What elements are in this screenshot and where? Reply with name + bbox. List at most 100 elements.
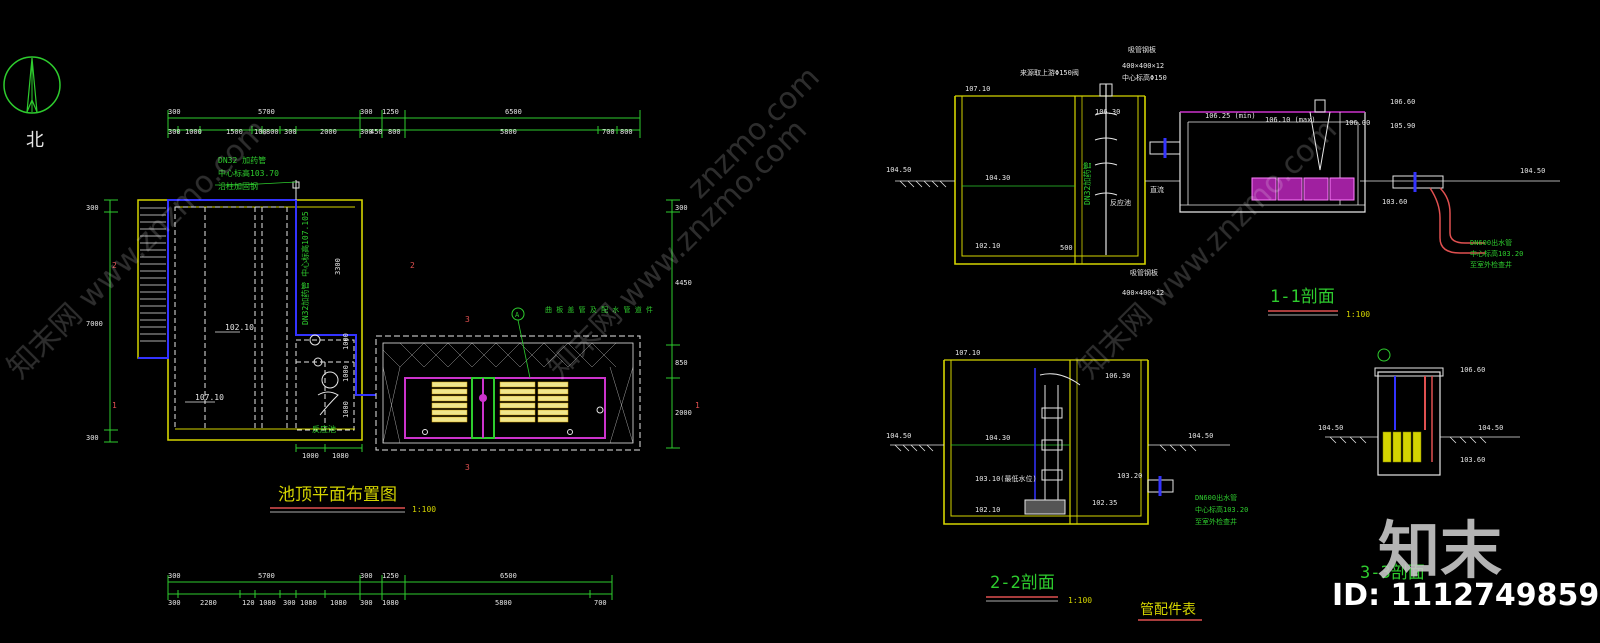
plan-bottom-dim-5: 6500 <box>500 572 517 580</box>
plan-bottom-dim-1: 300 <box>168 572 181 580</box>
plan-bottom-dim-3: 300 <box>360 572 373 580</box>
north-arrow <box>3 56 61 114</box>
plan-top-dim-4: 1250 <box>382 108 399 116</box>
plan-top-dim-5: 6500 <box>505 108 522 116</box>
s33-title: 3-3剖面 <box>1360 563 1425 583</box>
s22-pipe-note-1: DN600出水管 <box>1195 493 1237 502</box>
s11-level-11: 103.60 <box>1382 198 1407 206</box>
plan-top-sub-1: 300 <box>168 128 181 136</box>
s22-scale: 1:100 <box>1068 596 1092 605</box>
s11-title: 1-1剖面 <box>1270 287 1335 307</box>
plan-pipe-note-2: 中心标高103.70 <box>218 168 279 178</box>
s11-level-4: 102.10 <box>975 242 1000 250</box>
watermark-brand: 知末 <box>1378 514 1503 587</box>
plan-top-sub-10: 800 <box>388 128 401 136</box>
plan-top-dimension-lines <box>167 110 641 138</box>
s11-level-6: 106.25 (min) <box>1205 112 1256 120</box>
s11-label-4: 中心标高Φ150 <box>1122 73 1167 82</box>
plan-left-dim-3: 300 <box>86 434 99 442</box>
plan-top-dim-1: 300 <box>168 108 181 116</box>
plan-dim-1000b: 1000 <box>342 365 350 382</box>
s11-label-2: 吸管钢板 <box>1128 45 1156 54</box>
plan-sec-mark-3-bottom: 3 <box>465 463 470 472</box>
plan-pipe-note-vertical: DN32加药管 中心标高107.105 <box>300 211 310 325</box>
s33-level-3: 104.50 <box>1478 424 1503 432</box>
plan-callout-a: A <box>515 311 520 319</box>
plan-bottom-sub-4: 1080 <box>259 599 276 607</box>
plan-title: 池顶平面布置图 <box>278 485 397 505</box>
s11-level-8: 106.00 <box>1345 119 1370 127</box>
plan-scale: 1:100 <box>412 505 436 514</box>
plan-right-dim-2: 4450 <box>675 279 692 287</box>
plan-bottom-dimension-lines <box>167 575 613 600</box>
plan-bottom-sub-1: 300 <box>168 599 181 607</box>
watermark-diag-3: 知末网 www.znzmo.com <box>1071 113 1344 386</box>
plan-right-dim-3: 850 <box>675 359 688 367</box>
plan-top-dim-2: 5700 <box>258 108 275 116</box>
plan-bottom-dim-2: 5700 <box>258 572 275 580</box>
s11-pipe-note-1: DN600出水管 <box>1470 238 1512 247</box>
s11-scale: 1:100 <box>1346 310 1370 319</box>
plan-bottom-small-2: 1080 <box>332 452 349 460</box>
plan-bottom-sub-11: 700 <box>594 599 607 607</box>
s22-title: 2-2剖面 <box>990 573 1055 593</box>
s22-pipe-note-3: 至室外检查井 <box>1195 517 1237 526</box>
plan-pipe-note-3: 沿柱加固钢 <box>218 181 258 191</box>
plan-bottom-sub-2: 2280 <box>200 599 217 607</box>
s11-level-3: 104.30 <box>985 174 1010 182</box>
s22-level-1: 107.10 <box>955 349 980 357</box>
plan-pool-label: 反应池 <box>312 424 336 434</box>
s22-level-3: 104.30 <box>985 434 1010 442</box>
s22-level-7: 103.20 <box>1117 472 1142 480</box>
plan-sec-mark-2-right: 2 <box>410 261 415 270</box>
plan-bottom-sub-8: 300 <box>360 599 373 607</box>
section-22-structure <box>890 359 1230 525</box>
s11-pipe-note-3: 至室外检查井 <box>1470 260 1512 269</box>
s11-pipe-note-2: 中心标高103.20 <box>1470 249 1523 258</box>
plan-dim-1000c: 1000 <box>342 401 350 418</box>
north-label: 北 <box>26 130 44 151</box>
plan-top-sub-13: 800 <box>620 128 633 136</box>
s11-label-3: 400×400×12 <box>1122 62 1164 70</box>
s11-level-9: 106.60 <box>1390 98 1415 106</box>
plan-pipe-note-1: DN32 加药管 <box>218 155 266 165</box>
s11-level-1: 107.10 <box>965 85 990 93</box>
plan-sec-mark-1-left: 1 <box>112 401 117 410</box>
plan-bottom-sub-6: 1080 <box>300 599 317 607</box>
section-11-structure <box>895 83 1560 265</box>
plan-left-dim-1: 300 <box>86 204 99 212</box>
plan-sec-mark-1-right: 1 <box>695 401 700 410</box>
plan-top-sub-11: 5800 <box>500 128 517 136</box>
fittings-table-title: 管配件表 <box>1140 602 1196 618</box>
plan-sec-mark-2-left: 2 <box>112 261 117 270</box>
plan-top-sub-2: 1000 <box>185 128 202 136</box>
plan-sec-mark-3-top: 3 <box>465 315 470 324</box>
plan-left-dimension-lines <box>104 199 118 443</box>
plan-dim-3300: 3300 <box>334 258 342 275</box>
plan-top-dim-3: 300 <box>360 108 373 116</box>
plan-tank <box>137 180 376 441</box>
plan-top-sub-5: 800 <box>266 128 279 136</box>
s22-pipe-note-2: 中心标高103.20 <box>1195 505 1248 514</box>
plan-bottom-sub-7: 1080 <box>330 599 347 607</box>
plan-annotation: 曲 板 盖 管 及 配 水 管 道 件 <box>545 305 653 314</box>
s22-level-9: 104.50 <box>1188 432 1213 440</box>
s22-level-2: 104.50 <box>886 432 911 440</box>
s33-level-4: 103.60 <box>1460 456 1485 464</box>
plan-dim-1000a: 1000 <box>342 333 350 350</box>
plan-right-dim-4: 2000 <box>675 409 692 417</box>
plan-bottom-sub-3: 120 <box>242 599 255 607</box>
s11-mid-label-3: 直流 <box>1150 185 1164 194</box>
s11-bottom-label-2: 400×400×12 <box>1122 289 1164 297</box>
plan-top-sub-6: 300 <box>284 128 297 136</box>
plan-left-dim-2: 7000 <box>86 320 103 328</box>
s11-bottom-label-1: 吸管钢板 <box>1130 268 1158 277</box>
s11-level-12: 104.50 <box>1520 167 1545 175</box>
s11-mid-label-2: 500 <box>1060 244 1073 252</box>
s22-level-4: 103.10(最低水位) <box>975 474 1037 483</box>
s22-level-5: 102.10 <box>975 506 1000 514</box>
plan-level-2: 107.10 <box>195 393 224 402</box>
plan-top-sub-3: 1500 <box>226 128 243 136</box>
s22-level-8: 102.35 <box>1092 499 1117 507</box>
